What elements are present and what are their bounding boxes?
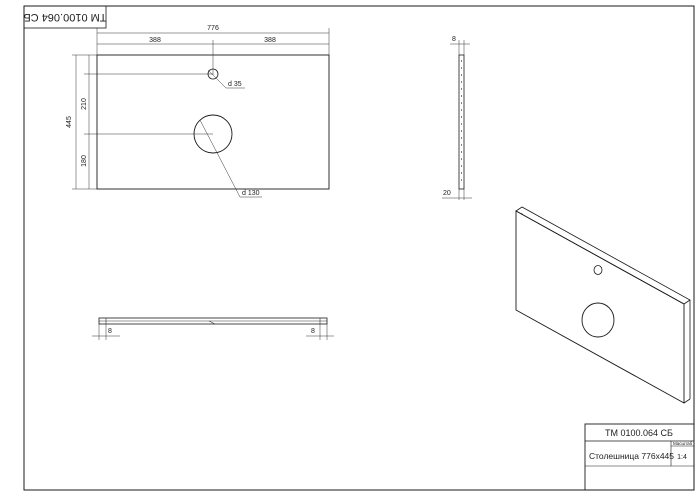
iso-edge bbox=[515, 206, 691, 305]
label-large-hole: d 130 bbox=[242, 190, 260, 197]
rotated-code-box bbox=[23, 5, 107, 29]
dim-side-thickness: 8 bbox=[452, 36, 456, 43]
title-name: Столешница 776х445 bbox=[589, 451, 674, 461]
front-view: 776 388 388 445 210 180 d 35 d 130 bbox=[66, 25, 330, 198]
large-hole bbox=[193, 114, 233, 154]
scale-header: Масштаб bbox=[673, 441, 693, 446]
isometric-view bbox=[515, 206, 691, 404]
bottom-view: 8 8 bbox=[92, 317, 334, 340]
dim-overall-width: 776 bbox=[207, 25, 219, 32]
dim-right-lip: 8 bbox=[311, 328, 315, 335]
side-view: 8 20 bbox=[442, 36, 472, 200]
label-small-hole: d 35 bbox=[228, 81, 242, 88]
dim-left-lip: 8 bbox=[108, 328, 112, 335]
sheet-border bbox=[23, 5, 695, 491]
dim-overall-height: 445 bbox=[66, 116, 73, 128]
dim-half-left: 388 bbox=[149, 37, 161, 44]
iso-top-face bbox=[515, 210, 685, 404]
small-hole bbox=[207, 68, 219, 80]
title-block: ТМ 0100.064 СБ Столешница 776х445 Масшта… bbox=[584, 423, 695, 491]
scale-value: 1:4 bbox=[677, 454, 687, 461]
iso-small-hole bbox=[593, 265, 603, 275]
rotated-code-text: ТМ 0100.064 СБ bbox=[23, 11, 106, 23]
title-code: ТМ 0100.064 СБ bbox=[605, 428, 673, 438]
iso-large-hole bbox=[581, 302, 615, 338]
dim-lower-offset: 180 bbox=[81, 155, 88, 167]
dim-half-right: 388 bbox=[264, 37, 276, 44]
side-profile bbox=[458, 54, 465, 190]
dim-upper-offset: 210 bbox=[81, 98, 88, 110]
dim-lip-depth: 20 bbox=[443, 190, 451, 197]
